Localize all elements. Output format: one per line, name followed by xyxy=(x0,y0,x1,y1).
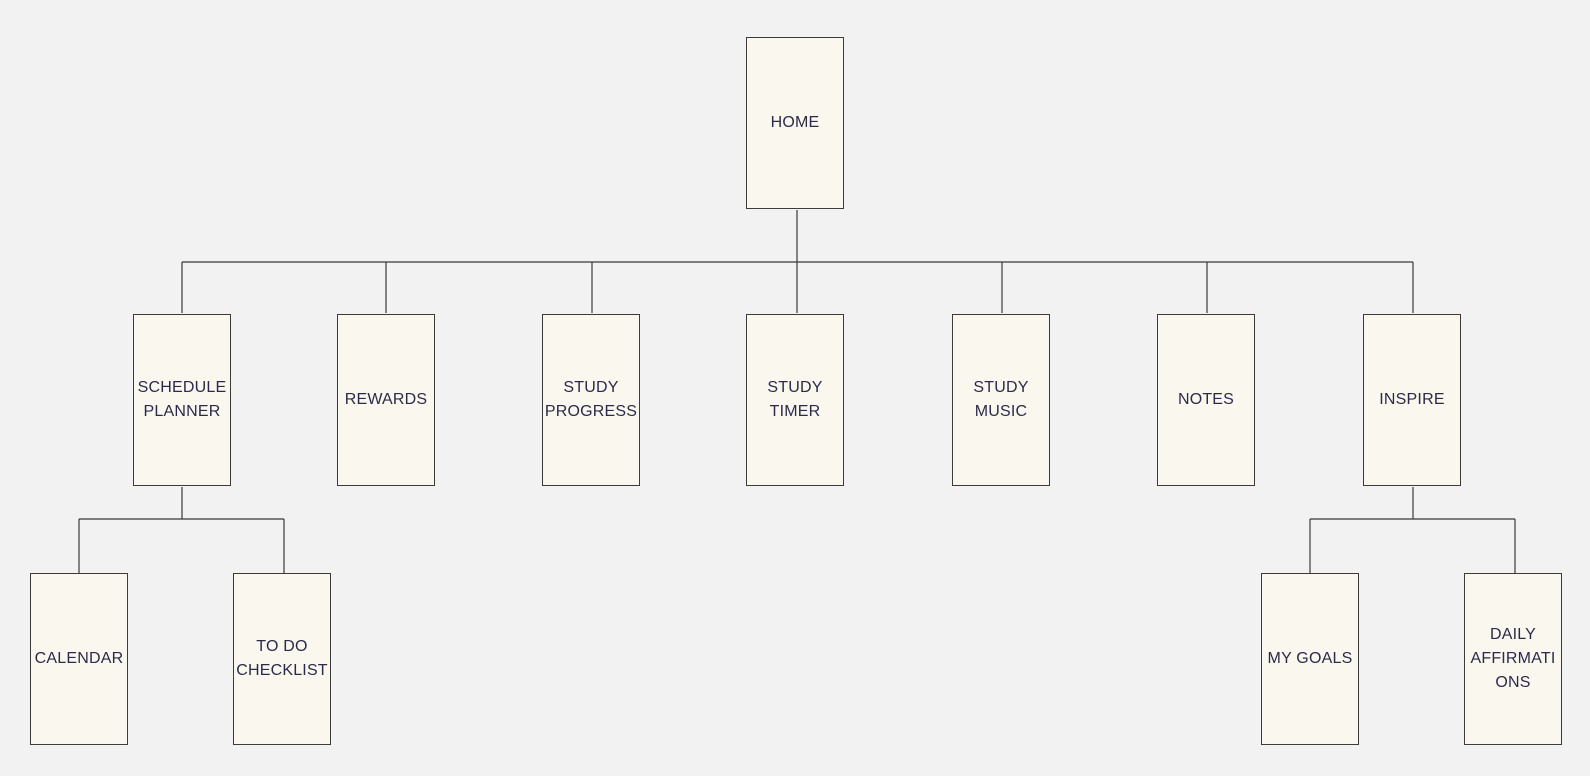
node-study-music-label: STUDY MUSIC xyxy=(973,379,1029,420)
node-daily-affirmations[interactable]: DAILY AFFIRMATI ONS xyxy=(1464,573,1562,745)
node-my-goals-label: MY GOALS xyxy=(1267,650,1353,667)
node-rewards-label: REWARDS xyxy=(344,391,428,408)
node-study-music[interactable]: STUDY MUSIC xyxy=(952,314,1050,486)
node-study-timer-label: STUDY TIMER xyxy=(767,379,823,420)
node-notes[interactable]: NOTES xyxy=(1157,314,1255,486)
node-schedule-planner-label: SCHEDULE PLANNER xyxy=(137,379,227,420)
node-home-label: HOME xyxy=(770,114,820,131)
node-calendar[interactable]: CALENDAR xyxy=(30,573,128,745)
node-daily-affirmations-label: DAILY AFFIRMATI ONS xyxy=(1470,626,1556,691)
node-study-progress[interactable]: STUDY PROGRESS xyxy=(542,314,640,486)
node-inspire-label: INSPIRE xyxy=(1379,391,1445,408)
node-to-do-checklist-label: TO DO CHECKLIST xyxy=(236,638,328,679)
node-calendar-label: CALENDAR xyxy=(34,650,124,667)
node-rewards[interactable]: REWARDS xyxy=(337,314,435,486)
node-my-goals[interactable]: MY GOALS xyxy=(1261,573,1359,745)
node-to-do-checklist[interactable]: TO DO CHECKLIST xyxy=(233,573,331,745)
node-study-progress-label: STUDY PROGRESS xyxy=(544,379,638,420)
node-study-timer[interactable]: STUDY TIMER xyxy=(746,314,844,486)
node-schedule-planner[interactable]: SCHEDULE PLANNER xyxy=(133,314,231,486)
node-home[interactable]: HOME xyxy=(746,37,844,209)
node-inspire[interactable]: INSPIRE xyxy=(1363,314,1461,486)
node-notes-label: NOTES xyxy=(1177,391,1235,408)
